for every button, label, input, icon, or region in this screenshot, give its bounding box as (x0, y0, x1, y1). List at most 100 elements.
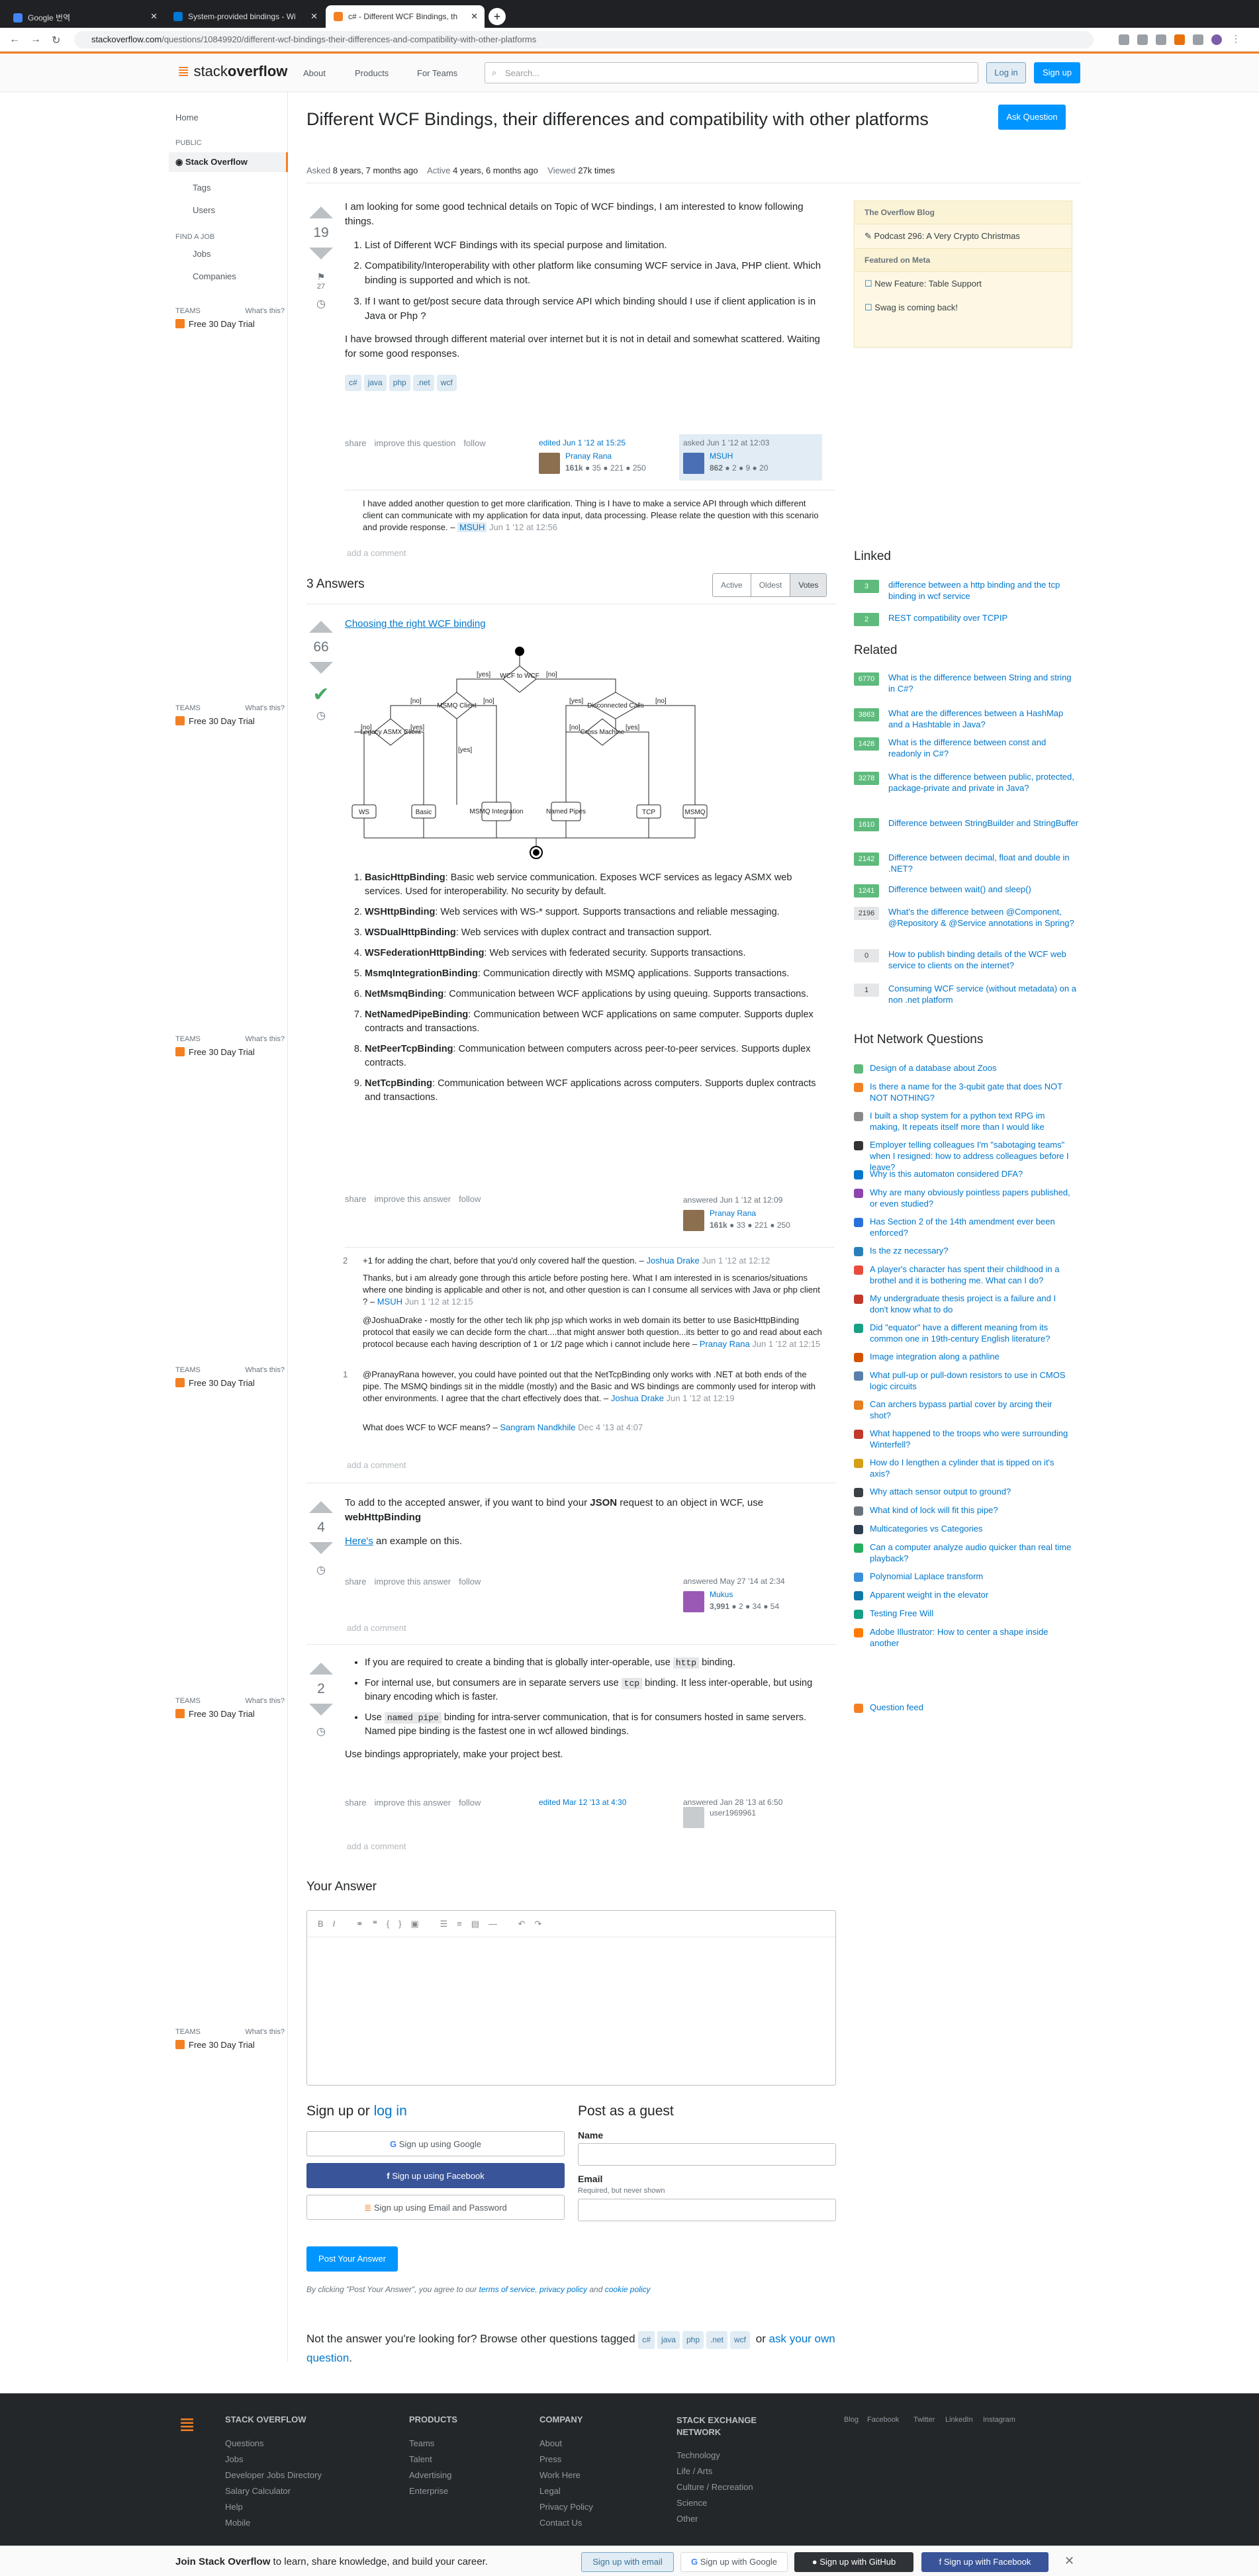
quote-icon[interactable]: ❝ (372, 1919, 387, 1929)
back-icon[interactable]: ← (9, 34, 20, 45)
zoom-icon[interactable] (1137, 34, 1148, 45)
more-menu-icon[interactable]: ⋮ (1231, 33, 1240, 44)
footer-link[interactable]: Work Here (539, 2470, 581, 2480)
link-icon[interactable]: ⚭ (355, 1919, 373, 1929)
improve-link[interactable]: improve this question (374, 438, 456, 448)
footer-social-link[interactable]: Instagram (983, 2416, 1015, 2424)
reload-icon[interactable]: ↻ (52, 35, 61, 46)
address-bar[interactable]: stackoverflow.com/questions/10849920/dif… (74, 31, 1094, 48)
extension-icon[interactable] (1174, 34, 1185, 45)
hnq-item[interactable]: Is there a name for the 3-qubit gate tha… (854, 1081, 1072, 1104)
follow-link[interactable]: follow (463, 438, 486, 448)
hnq-item[interactable]: Multicategories vs Categories (854, 1524, 1072, 1535)
comment-user[interactable]: Joshua Drake (610, 1393, 665, 1404)
avatar[interactable] (683, 1591, 704, 1612)
footer-link[interactable]: Salary Calculator (225, 2486, 291, 2496)
hnq-item[interactable]: Has Section 2 of the 14th amendment ever… (854, 1217, 1072, 1239)
footer-link[interactable]: Advertising (409, 2470, 452, 2480)
rule-icon[interactable]: ― (488, 1919, 506, 1929)
nav-about[interactable]: About (303, 68, 326, 78)
hnq-item[interactable]: Why are many obviously pointless papers … (854, 1187, 1072, 1210)
footer-network-link[interactable]: Science (676, 2498, 708, 2508)
downvote-icon[interactable] (309, 248, 333, 259)
sort-active[interactable]: Active (713, 574, 751, 596)
answer-link[interactable]: Choosing the right WCF binding (345, 618, 486, 629)
stackoverflow-logo[interactable]: ≣ stackoverflow (177, 63, 288, 79)
footer-link[interactable]: Teams (409, 2438, 435, 2448)
footer-link[interactable]: Talent (409, 2454, 432, 2464)
image-icon[interactable]: ▣ (410, 1919, 428, 1929)
name-field[interactable] (578, 2143, 836, 2166)
new-tab-button[interactable]: + (489, 8, 506, 25)
avatar[interactable] (683, 1807, 704, 1828)
add-comment-link[interactable]: add a comment (347, 1460, 406, 1470)
login-link[interactable]: log in (373, 2103, 407, 2119)
extensions-puzzle-icon[interactable] (1193, 34, 1203, 45)
redo-icon[interactable]: ↷ (534, 1919, 551, 1929)
signup-google-button[interactable]: G Sign up using Google (306, 2131, 565, 2156)
hnq-item[interactable]: What pull-up or pull-down resistors to u… (854, 1370, 1072, 1393)
nav-jobs[interactable]: Jobs (193, 249, 211, 259)
comment-user[interactable]: MSUH (377, 1297, 402, 1307)
question-title[interactable]: Different WCF Bindings, their difference… (306, 109, 929, 129)
tag-wcf[interactable]: wcf (436, 374, 457, 392)
footer-link[interactable]: Enterprise (409, 2486, 449, 2496)
history-icon[interactable]: ◷ (316, 1726, 326, 1737)
footer-link[interactable]: Legal (539, 2486, 561, 2496)
browser-tab-active[interactable]: c# - Different WCF Bindings, th✕ (326, 5, 485, 28)
ordered-list-icon[interactable]: ☰ (440, 1919, 457, 1929)
forward-icon[interactable]: → (30, 34, 41, 45)
signup-email-button[interactable]: ≣ Sign up using Email and Password (306, 2195, 565, 2220)
footer-link[interactable]: Contact Us (539, 2518, 583, 2528)
close-icon[interactable]: ✕ (1064, 2554, 1075, 2567)
footer-network-link[interactable]: Life / Arts (676, 2466, 713, 2476)
footer-network-link[interactable]: Other (676, 2514, 698, 2524)
nav-users[interactable]: Users (193, 205, 215, 215)
join-github-button[interactable]: ● Sign up with GitHub (794, 2552, 913, 2572)
hnq-item[interactable]: A player's character has spent their chi… (854, 1264, 1072, 1287)
footer-social-link[interactable]: LinkedIn (945, 2416, 973, 2424)
upvote-icon[interactable] (309, 1663, 333, 1675)
hnq-item[interactable]: Employer telling colleagues I'm "sabotag… (854, 1140, 1072, 1173)
share-link[interactable]: share (345, 438, 367, 448)
avatar[interactable] (683, 1210, 704, 1231)
hnq-item[interactable]: Can a computer analyze audio quicker tha… (854, 1542, 1072, 1565)
footer-link[interactable]: Mobile (225, 2518, 251, 2528)
free-trial-link[interactable]: Free 30 Day Trial (189, 319, 255, 329)
comment-user[interactable]: Sangram Nandkhile (500, 1422, 576, 1432)
hnq-item[interactable]: Why attach sensor output to ground? (854, 1487, 1072, 1498)
ask-own-question-link[interactable]: ask your own question (306, 2332, 835, 2365)
answer-editor[interactable]: BI ⚭❝{}▣ ☰≡▤― ↶↷ (306, 1910, 836, 2086)
tag-csharp[interactable]: c# (345, 374, 361, 392)
hnq-item[interactable]: What kind of lock will fit this pipe? (854, 1505, 1072, 1516)
hnq-item[interactable]: Apparent weight in the elevator (854, 1590, 1072, 1601)
profile-avatar[interactable] (1211, 34, 1222, 45)
add-comment-link[interactable]: add a comment (347, 1623, 406, 1633)
footer-social-link[interactable]: Facebook (867, 2416, 900, 2424)
question-feed-link[interactable]: Question feed (854, 1702, 1072, 1714)
bold-icon[interactable]: B (318, 1919, 333, 1929)
bullet-list-icon[interactable]: ≡ (457, 1919, 471, 1929)
upvote-icon[interactable] (309, 1501, 333, 1513)
avatar[interactable] (539, 453, 560, 474)
upvote-icon[interactable] (309, 621, 333, 633)
avatar[interactable] (683, 453, 704, 474)
close-icon[interactable]: ✕ (471, 11, 478, 21)
close-icon[interactable]: ✕ (310, 11, 318, 21)
whats-this-link[interactable]: What's this? (245, 307, 285, 315)
follow-link[interactable]: follow (459, 1577, 481, 1587)
hnq-item[interactable]: Why is this automaton considered DFA? (854, 1169, 1072, 1180)
footer-link[interactable]: Jobs (225, 2454, 244, 2464)
hnq-item[interactable]: Is the zz necessary? (854, 1246, 1072, 1257)
hnq-item[interactable]: I built a shop system for a python text … (854, 1111, 1072, 1133)
footer-social-link[interactable]: Blog (844, 2416, 859, 2424)
hnq-item[interactable]: Design of a database about Zoos (854, 1063, 1072, 1074)
undo-icon[interactable]: ↶ (518, 1919, 535, 1929)
